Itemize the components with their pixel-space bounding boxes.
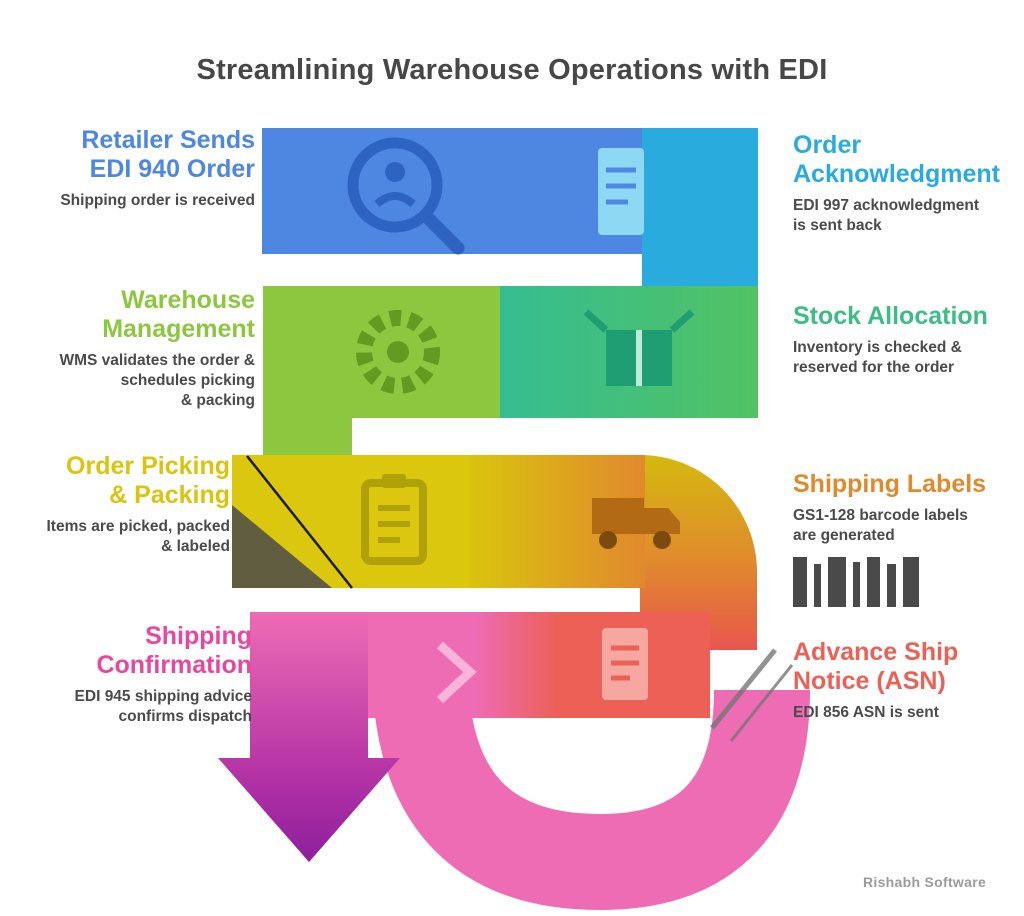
orange-red-curve: [640, 455, 757, 650]
truck-icon: [592, 498, 680, 549]
step-label-1: Retailer Sends EDI 940 Order Shipping or…: [40, 126, 255, 211]
step-label-4: Warehouse Management WMS validates the o…: [40, 286, 255, 412]
barcode-icon: [793, 556, 1021, 607]
step-heading: Warehouse Management: [102, 286, 255, 343]
pink-swoosh: [372, 664, 810, 911]
step-heading: Shipping Confirmation: [96, 622, 252, 679]
package-icon: [583, 309, 695, 386]
magenta-down-arrow-icon: [218, 612, 400, 862]
step-label-6: Shipping Labels GS1-128 barcode labels a…: [793, 470, 1021, 607]
fold-shadow: [232, 505, 332, 588]
gear-icon: [356, 310, 440, 394]
step-heading: Order Picking & Packing: [66, 452, 230, 509]
green-band: [263, 286, 500, 462]
infographic-title: Streamlining Warehouse Operations with E…: [196, 54, 828, 86]
step-heading: Order Acknowledgment: [793, 131, 1000, 188]
step-label-7: Advance Ship Notice (ASN) EDI 856 ASN is…: [793, 638, 1021, 723]
step-desc: Inventory is checked & reserved for the …: [793, 338, 962, 377]
step-desc: EDI 856 ASN is sent: [793, 703, 939, 721]
invoice-icon: [602, 628, 648, 700]
step-heading: Advance Ship Notice (ASN): [793, 638, 959, 695]
step-desc: WMS validates the order & schedules pick…: [59, 351, 255, 410]
step-heading: Retailer Sends EDI 940 Order: [81, 126, 255, 183]
document-icon: [598, 148, 644, 235]
step-label-5: Order Picking & Packing Items are picked…: [30, 452, 230, 557]
step-heading: Stock Allocation: [793, 302, 988, 330]
step-desc: GS1-128 barcode labels are generated: [793, 506, 968, 545]
step-desc: EDI 945 shipping advice confirms dispatc…: [74, 687, 252, 725]
step-heading: Shipping Labels: [793, 470, 987, 498]
step-label-2: Order Acknowledgment EDI 997 acknowledgm…: [793, 131, 1021, 236]
step-desc: Items are picked, packed & labeled: [46, 517, 230, 555]
step-label-3: Stock Allocation Inventory is checked & …: [793, 302, 1021, 379]
chevron-icon: [436, 641, 477, 704]
step-label-8: Shipping Confirmation EDI 945 shipping a…: [30, 622, 252, 727]
blue-band: [262, 128, 644, 254]
magnifier-icon: [347, 137, 465, 255]
watermark: Rishabh Software: [863, 874, 987, 890]
checklist-icon: [361, 474, 427, 565]
pink-red-band: [330, 612, 710, 718]
step-desc: Shipping order is received: [60, 191, 255, 209]
step-desc: EDI 997 acknowledgment is sent back: [793, 196, 980, 234]
